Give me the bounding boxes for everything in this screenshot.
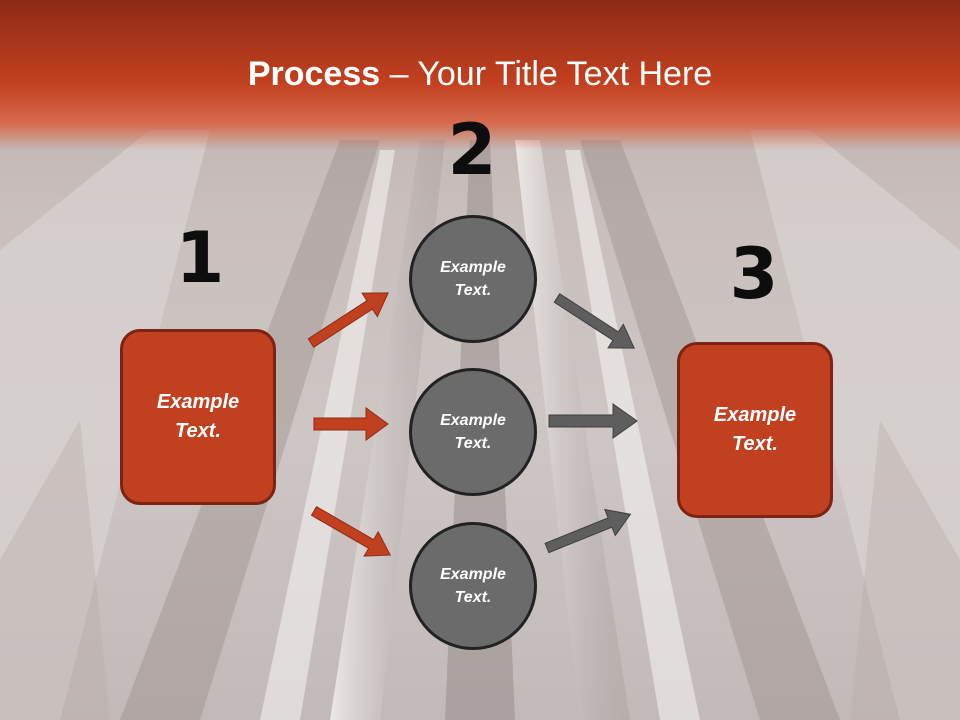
step-2-circle-middle: Example Text. [409,368,537,496]
arrow-right-red [313,407,389,441]
arrow-up-right-red [307,292,389,348]
step-1-box: Example Text. [120,329,276,505]
step-number-3: 3 [729,233,779,315]
step-number-1: 1 [175,217,225,299]
title-bar [0,0,960,150]
step-2-circle-top: Example Text. [409,215,537,343]
arrow-right-gray [548,403,638,439]
slide-title: Process – Your Title Text Here [0,52,960,96]
step-2-circle-bottom: Example Text. [409,522,537,650]
step-1-text: Example Text. [156,391,240,442]
arrow-down-right-gray [553,293,635,349]
step-3-box: Example Text. [677,342,833,518]
step-2-text-middle: Example Text. [440,412,506,452]
step-number-2: 2 [447,109,497,191]
arrow-up-right-gray [544,508,632,554]
step-2-text-bottom: Example Text. [440,566,506,606]
arrow-down-right-red [310,505,392,557]
step-2-text-top: Example Text. [440,259,506,299]
step-3-text: Example Text. [713,404,797,455]
title-rest: – Your Title Text Here [380,55,713,93]
title-bold: Process [247,55,381,93]
